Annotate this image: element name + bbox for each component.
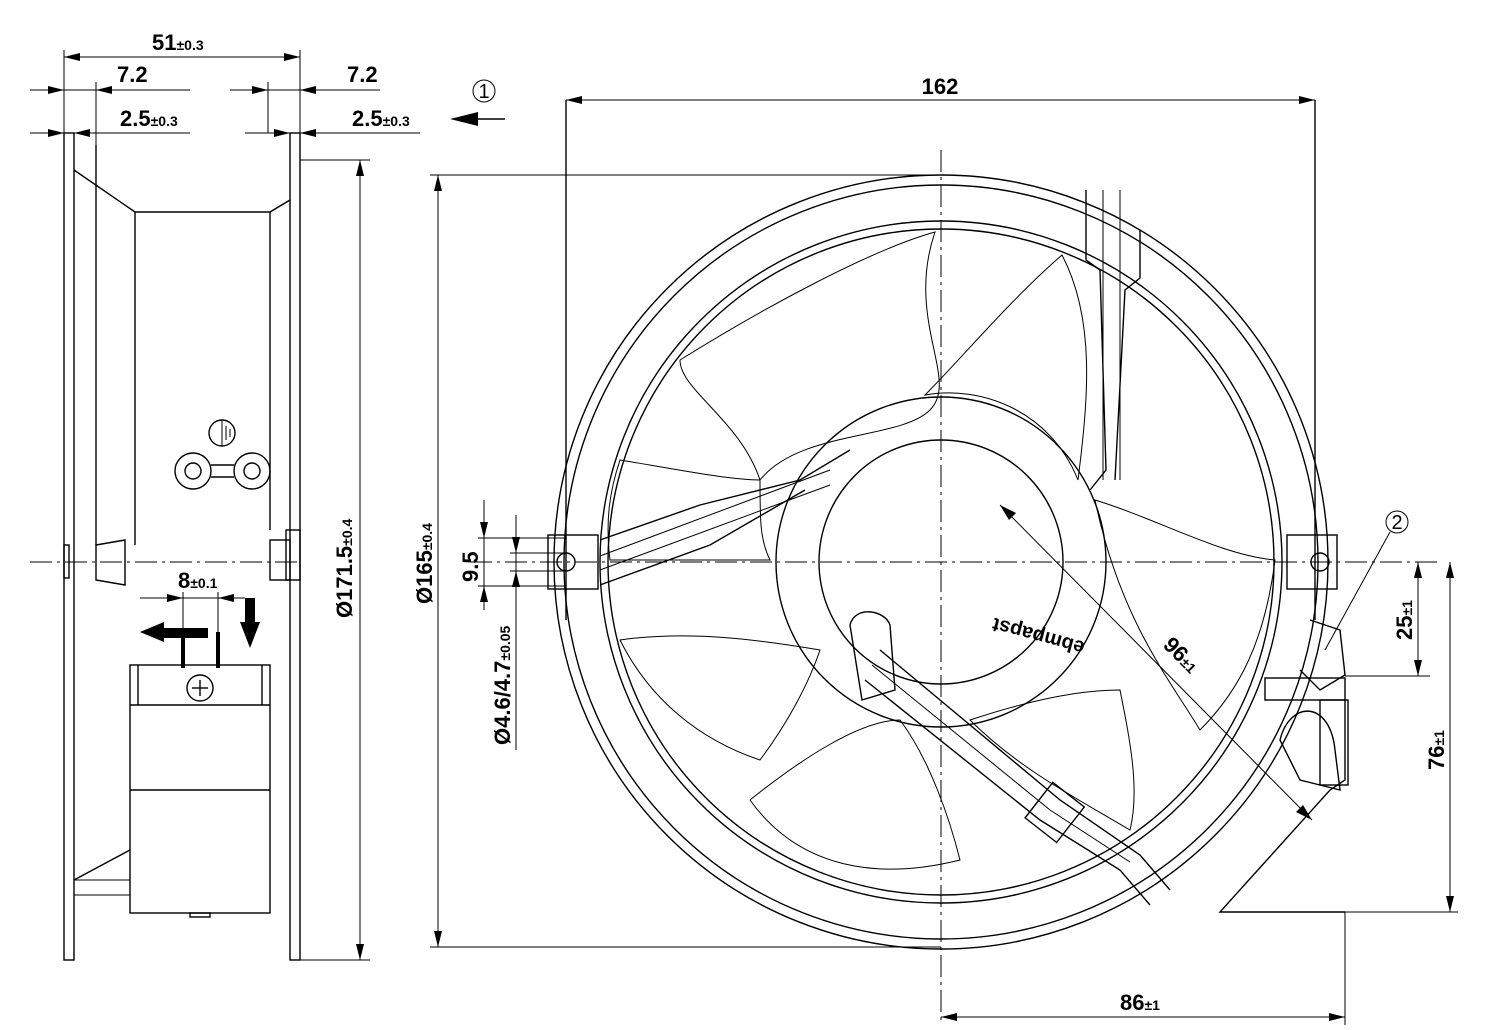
svg-text:2.5±0.3: 2.5±0.3 — [352, 106, 410, 131]
terminal-screw-left-icon — [174, 452, 212, 490]
fan-blade — [923, 254, 1088, 482]
right-flange — [289, 132, 301, 961]
fan-blade — [679, 231, 940, 482]
svg-text:76±1: 76±1 — [1424, 730, 1449, 770]
dim-hole-spacing: 9.5 — [458, 551, 483, 582]
hub-stub-left — [95, 539, 126, 586]
svg-text:25±1: 25±1 — [1392, 600, 1417, 640]
dim-wall-right-tol: ±0.3 — [383, 113, 410, 129]
dim-outer-diameter: Ø171.5 — [332, 546, 357, 618]
dim-hole-diameter-tol: ±0.05 — [497, 625, 513, 660]
dim-offset-large-tol: ±1 — [1431, 730, 1447, 746]
airflow-callout: 1 — [450, 79, 505, 126]
dim-front-width: 162 — [922, 74, 959, 99]
dim-flange-right: 7.2 — [347, 62, 378, 87]
svg-text:Ø171.5±0.4: Ø171.5±0.4 — [332, 518, 357, 618]
dim-flange-left: 7.2 — [117, 62, 148, 87]
callout-2-label: 2 — [1391, 512, 1402, 534]
brand-logo-text: ebmpapst — [990, 613, 1087, 659]
connector-housing — [1264, 677, 1346, 701]
svg-text:8±0.1: 8±0.1 — [178, 568, 218, 593]
dim-wall-left-tol: ±0.3 — [151, 113, 178, 129]
svg-text:51±0.3: 51±0.3 — [152, 30, 204, 55]
dim-front-diameter-tol: ±0.4 — [419, 523, 435, 550]
dim-wall-right: 2.5 — [352, 106, 383, 131]
terminal-screw-right-icon — [233, 452, 271, 490]
dim-overall-width: 51 — [152, 30, 176, 55]
dim-offset-small: 25 — [1392, 616, 1417, 640]
dim-offset-small-tol: ±1 — [1399, 600, 1415, 616]
callout-1-label: 1 — [478, 81, 489, 103]
svg-text:86±1: 86±1 — [1120, 990, 1160, 1015]
fan-blade — [749, 719, 961, 870]
side-view: 51±0.3 7.2 7.2 2.5±0.3 2.5±0.3 Ø171.5±0.… — [30, 30, 420, 961]
front-view: ebmpapst 162 Ø165±0.4 9.5 Ø4.6/4.7±0.05 … — [412, 74, 1458, 1025]
terminal-cover-screw-icon — [186, 674, 214, 702]
svg-text:Ø165±0.4: Ø165±0.4 — [412, 523, 437, 604]
svg-text:Ø4.6/4.7±0.05: Ø4.6/4.7±0.05 — [490, 625, 515, 745]
terminal-box — [129, 664, 271, 914]
dim-bottom-width: 86 — [1120, 990, 1144, 1015]
fan-blade — [619, 635, 821, 761]
dim-front-diameter: Ø165 — [412, 550, 437, 604]
fan-blade — [969, 689, 1135, 831]
callout-2-circle — [1385, 510, 1409, 534]
dim-terminal-pitch: 8 — [178, 568, 190, 593]
dim-terminal-pitch-tol: ±0.1 — [190, 575, 217, 591]
svg-text:2.5±0.3: 2.5±0.3 — [120, 106, 178, 131]
body-top-contour — [73, 169, 291, 213]
dim-bottom-width-tol: ±1 — [1144, 997, 1160, 1013]
cable-exit-left-arrow — [140, 622, 208, 642]
dim-wall-left: 2.5 — [120, 106, 151, 131]
dim-hole-diameter: Ø4.6/4.7 — [490, 661, 515, 745]
callout-1-circle — [472, 79, 496, 103]
fan-blade — [1094, 499, 1276, 731]
fan-blade — [607, 459, 771, 561]
dim-overall-width-tol: ±0.3 — [176, 37, 203, 53]
dim-offset-large: 76 — [1424, 746, 1449, 770]
hub-stub-right — [269, 539, 291, 581]
cable-exit-down-arrow — [240, 598, 260, 648]
airflow-direction-arrow — [450, 112, 478, 126]
svg-text:96±1: 96±1 — [1158, 632, 1204, 678]
dim-outer-diameter-tol: ±0.4 — [339, 518, 355, 545]
